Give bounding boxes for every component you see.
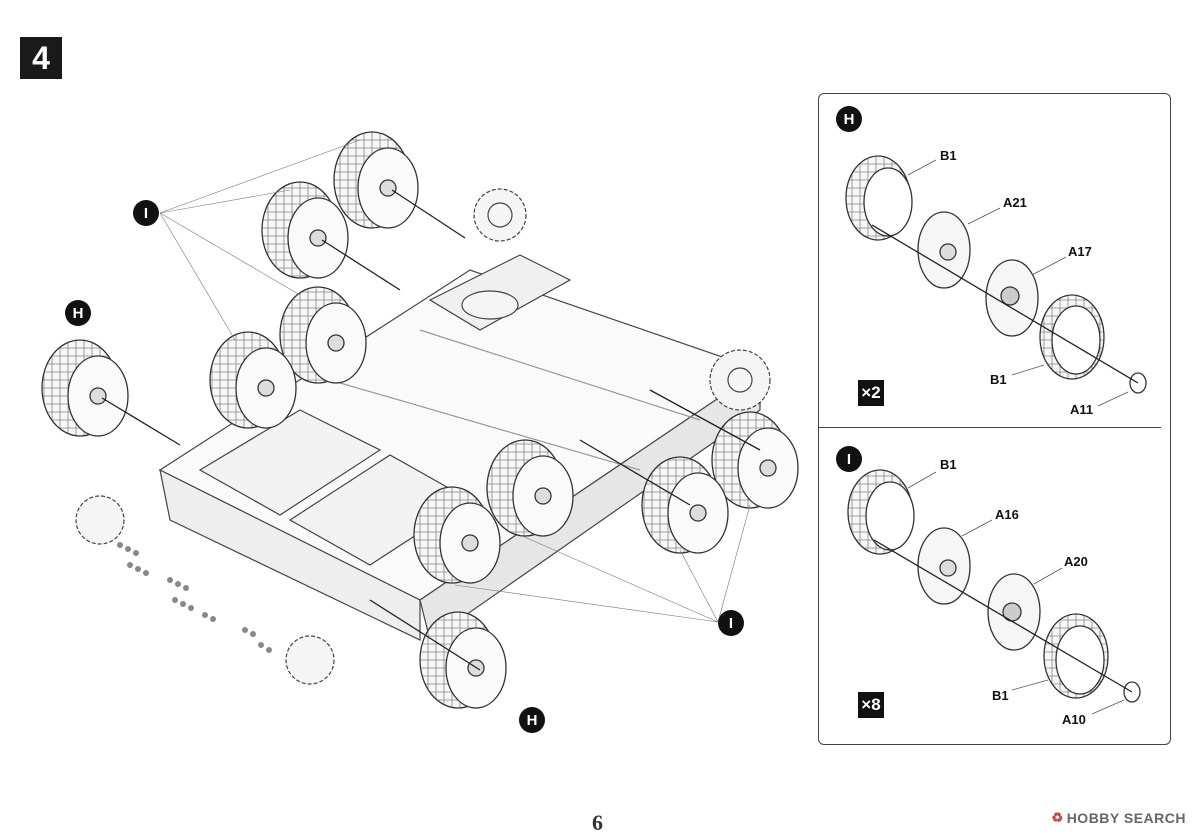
label-a17: A17 (1068, 244, 1092, 259)
label-a10: A10 (1062, 712, 1086, 727)
callout-h-left: H (65, 300, 91, 326)
label-b1: B1 (990, 372, 1007, 387)
label-b1: B1 (992, 688, 1009, 703)
label-a11: A11 (1070, 402, 1094, 417)
road-wheels (41, 131, 799, 709)
label-a20: A20 (1064, 554, 1088, 569)
callout-i-bottom: I (718, 610, 744, 636)
wheel-pair-h-bottom (419, 611, 507, 709)
callout-leaders (159, 139, 751, 623)
inset-h-wheel-parts (845, 155, 1147, 394)
wheel-pair-3 (279, 286, 367, 384)
assembly-arrows (101, 189, 761, 671)
inset-i-callout: I (836, 446, 862, 472)
part-label-leaders (907, 159, 1129, 715)
wheel-pair-8 (641, 456, 729, 554)
page-number: 6 (592, 810, 603, 835)
callout-h-bottom: H (519, 707, 545, 733)
wheel-pair-4 (209, 331, 297, 429)
inset-h-callout: H (836, 106, 862, 132)
wheel-pair-5 (486, 439, 574, 537)
track-link-parts (117, 542, 272, 653)
wheel-pair-1 (333, 131, 419, 229)
inset-i-wheel-parts (847, 469, 1141, 703)
wheel-pair-2 (261, 181, 349, 279)
label-a21: A21 (1003, 195, 1027, 210)
recycle-icon: ♻ (1051, 810, 1064, 825)
wheel-pair-7 (711, 411, 799, 509)
hull (158, 254, 762, 641)
watermark: ♻ HOBBY SEARCH (1052, 810, 1186, 826)
callout-i-top: I (133, 200, 159, 226)
label-b1: B1 (940, 457, 957, 472)
label-b1: B1 (940, 148, 957, 163)
sprocket-front (75, 349, 771, 685)
wheel-pair-6 (413, 486, 501, 584)
sprocket-rear (473, 188, 527, 242)
inset-i-multiplier: ×8 (858, 692, 884, 718)
inset-h-multiplier: ×2 (858, 380, 884, 406)
label-a16: A16 (995, 507, 1019, 522)
inset-divider (819, 427, 1161, 428)
inset-panel (818, 93, 1171, 745)
wheel-pair-h-left (41, 339, 129, 437)
watermark-text: HOBBY SEARCH (1066, 810, 1186, 826)
step-number-badge: 4 (20, 37, 62, 79)
